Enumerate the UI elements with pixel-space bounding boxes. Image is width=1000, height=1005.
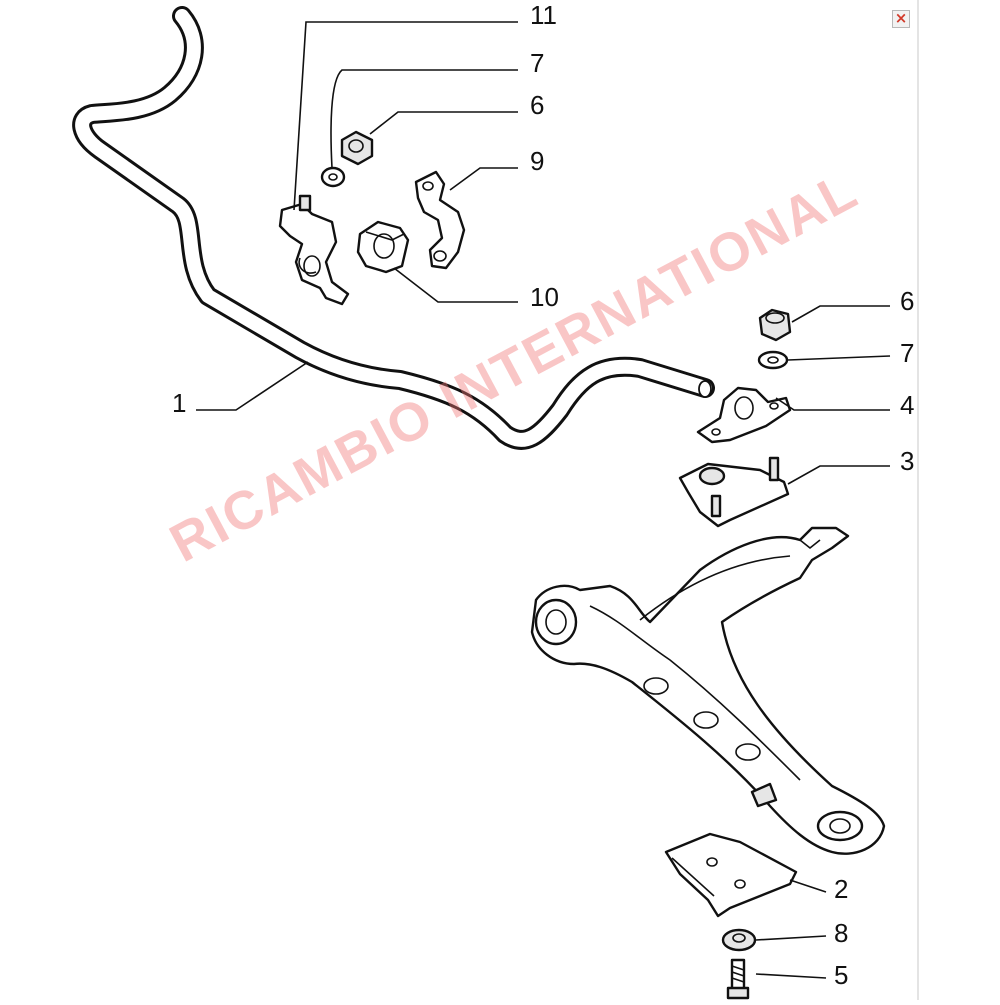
part-6-nut-lower xyxy=(758,308,792,342)
callout-1: 1 xyxy=(172,388,186,418)
callout-7-lower: 7 xyxy=(900,338,914,368)
callout-6-lower: 6 xyxy=(900,286,914,316)
part-2-plate xyxy=(664,832,798,918)
part-4-clamp xyxy=(696,386,792,444)
part-10-bush xyxy=(356,220,410,274)
callout-2: 2 xyxy=(834,874,848,904)
part-7-washer-upper xyxy=(320,166,346,188)
part-11-bracket xyxy=(278,194,350,306)
part-3-plate xyxy=(678,456,790,528)
callout-4: 4 xyxy=(900,390,914,420)
close-icon: × xyxy=(894,9,908,27)
part-8-washer xyxy=(721,928,757,952)
callout-9: 9 xyxy=(530,146,544,176)
callout-8: 8 xyxy=(834,918,848,948)
callout-10: 10 xyxy=(530,282,559,312)
leader-lines xyxy=(196,21,891,979)
part-6-nut-upper xyxy=(340,130,374,166)
stabilizer-bar xyxy=(72,6,715,450)
callout-11: 11 xyxy=(530,0,557,30)
callout-7-upper: 7 xyxy=(530,48,544,78)
control-arm xyxy=(530,526,886,855)
part-7-washer-lower xyxy=(757,350,789,370)
callout-3: 3 xyxy=(900,446,914,476)
part-9-bracket xyxy=(414,170,466,270)
part-5-bolt xyxy=(726,958,750,1000)
callout-labels: 11 7 6 9 10 1 6 7 4 3 2 8 5 xyxy=(172,0,914,990)
close-button[interactable]: × xyxy=(892,10,910,28)
callout-6-upper: 6 xyxy=(530,90,544,120)
callout-5: 5 xyxy=(834,960,848,990)
